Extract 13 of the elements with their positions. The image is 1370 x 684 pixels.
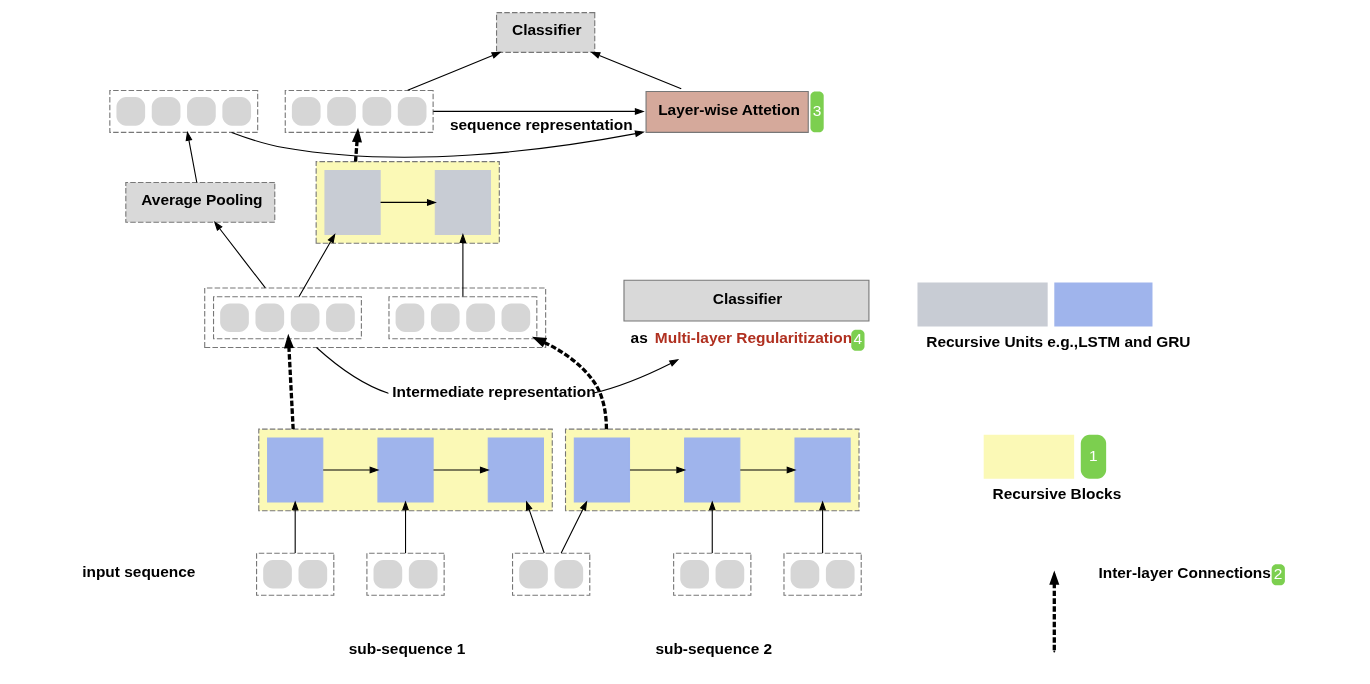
legend-label: Inter-layer Connections — [1097, 563, 1271, 581]
node-label: 4 — [852, 330, 862, 348]
node-label: 3 — [812, 102, 821, 120]
label: 1 — [1088, 446, 1098, 464]
legend-label: Recursive Units e.g.,LSTM and GRU — [925, 332, 1191, 350]
node-label: as — [630, 329, 648, 347]
label: sub-sequence 2 — [654, 640, 772, 658]
edge-label: sequence representation — [449, 115, 633, 133]
label: sub-sequence 1 — [348, 640, 465, 658]
label: input sequence — [81, 563, 195, 581]
edge-label: Intermediate representation — [391, 383, 596, 401]
label: 2 — [1273, 564, 1282, 582]
legend-label: Recursive Blocks — [992, 484, 1121, 502]
